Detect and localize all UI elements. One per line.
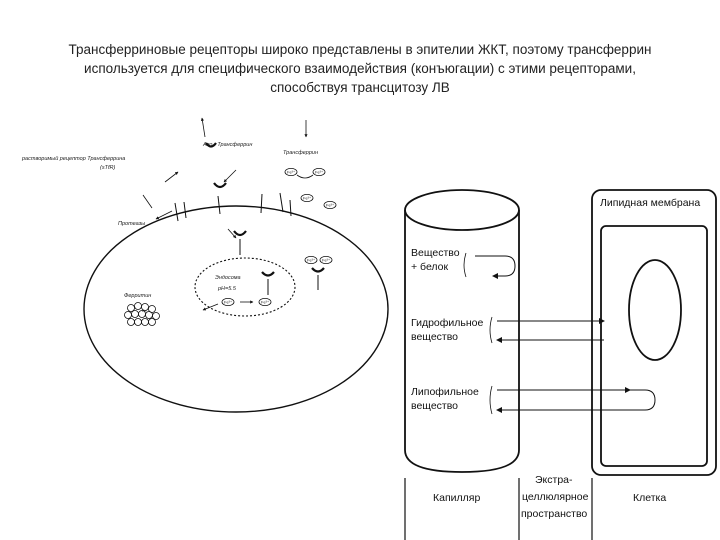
extracellular-label-2: целлюлярное	[522, 491, 589, 503]
fe-tag-3: Fe³⁺	[303, 196, 311, 201]
lipophilic-label-1: Липофильное	[411, 386, 479, 398]
lipophilic-label-2: вещество	[411, 400, 458, 412]
capillary-membrane-diagram: Липидная мембрана Вещество + белок Гидро…	[404, 189, 717, 540]
slide-title: Трансферриновые рецепторы широко предста…	[30, 40, 690, 97]
fe-tag-6: Fe³⁺	[322, 258, 330, 263]
ph-label: pH=5.5	[217, 286, 237, 292]
capillary-label: Капилляр	[433, 492, 480, 504]
hydrophilic-label-2: вещество	[411, 331, 458, 343]
soluble-receptor-label: растворимый рецептор Трансферрина	[21, 155, 125, 162]
stfr-label: (sTfR)	[100, 165, 115, 171]
cell-ellipse	[83, 205, 389, 413]
ferritin-cluster	[124, 302, 160, 326]
title-line-2: используется для специфического взаимоде…	[84, 61, 636, 76]
title-line-3: способствуя трансцитозу ЛВ	[270, 80, 450, 95]
endosome-label: Эндосома	[215, 275, 241, 281]
fe-tag-2: Fe³⁺	[315, 170, 323, 175]
hydrophilic-label-1: Гидрофильное	[411, 317, 484, 329]
extracellular-label-3: пространство	[521, 508, 587, 520]
extracellular-label-1: Экстра-	[535, 474, 573, 486]
substance-protein-label-1: Вещество	[411, 247, 460, 259]
proteases-label: Протеазы	[118, 221, 145, 227]
cell-label: Клетка	[633, 492, 666, 504]
fe-tag-8: Fe³⁺	[261, 300, 269, 305]
cell-rectangle	[591, 189, 717, 476]
fe-tag-4: Fe³⁺	[326, 203, 334, 208]
substance-protein-label-2: + белок	[411, 261, 449, 273]
fe-tag-7: Fe³⁺	[224, 300, 232, 305]
transferrin-cell-diagram: Аво - Трансферрин растворимый рецептор Т…	[21, 117, 389, 413]
transferrin-label: Трансферрин	[283, 150, 318, 156]
ferritin-fe-tag: Fe	[142, 308, 147, 313]
ferritin-label: Ферритин	[124, 293, 151, 299]
capillary-cylinder	[404, 189, 520, 473]
inner-membrane	[600, 225, 708, 467]
apo-transferrin-label: Аво - Трансферрин	[202, 142, 252, 148]
fe-tag-5: Fe³⁺	[307, 258, 315, 263]
title-line-1: Трансферриновые рецепторы широко предста…	[68, 42, 652, 57]
nucleus	[628, 259, 682, 361]
fe-tag-1: Fe³⁺	[287, 170, 295, 175]
lipid-membrane-label: Липидная мембрана	[600, 197, 700, 209]
endosome	[194, 257, 296, 317]
